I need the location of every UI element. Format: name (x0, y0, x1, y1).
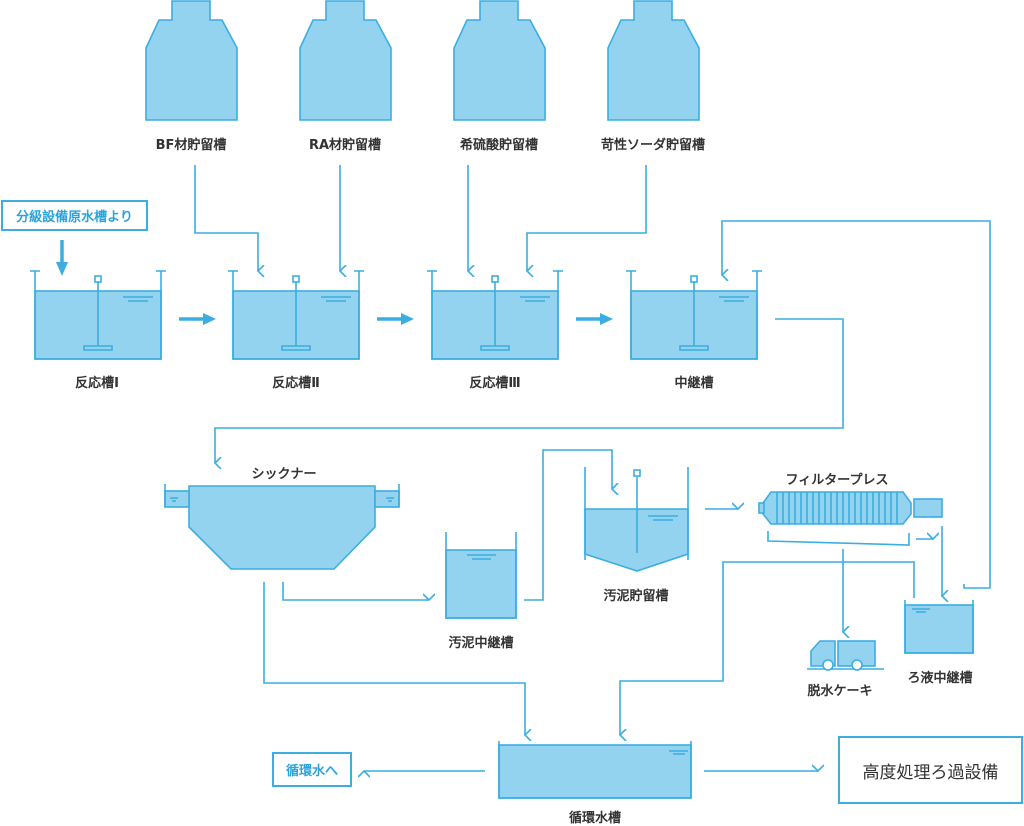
circulation-tank-label: 循環水槽 (568, 811, 622, 826)
ra-storage-tank (299, 0, 392, 121)
thickener-tank (188, 485, 376, 570)
sludge-relay-label: 汚泥中継槽 (448, 636, 514, 651)
bold-arrows (56, 240, 613, 325)
circulation-tank (498, 744, 692, 799)
ra-storage-label: RA材貯留槽 (308, 138, 382, 153)
flow-return-to-relay (722, 220, 991, 589)
filtrate-relay-tank (904, 604, 974, 654)
sulfuric-acid-storage-tank (453, 0, 546, 121)
flow-thickener-to-sludge-relay (282, 582, 429, 600)
filter-press-motor (913, 498, 943, 518)
bf-storage-label: BF材貯留槽 (155, 138, 227, 153)
flow-thickener-to-circulation (263, 582, 525, 735)
caustic-soda-storage-label: 苛性ソーダ貯留槽 (600, 138, 706, 153)
reaction-tank-1-label: 反応槽Ⅰ (75, 376, 119, 391)
advanced-filtration-box: 高度処理ろ過設備 (838, 736, 1023, 804)
thickener-label: シックナー (251, 467, 317, 482)
tank-walls (30, 270, 974, 799)
flow-filtrate-to-circulation (620, 561, 915, 735)
to-circulation-box: 循環水へ (272, 752, 352, 787)
reaction-tank-3-label: 反応槽Ⅲ (469, 376, 521, 391)
caustic-soda-storage-tank (607, 0, 700, 121)
filter-press-inlet (758, 502, 765, 514)
flow-relay-to-thickener (215, 318, 844, 463)
flow-sludge-relay-to-storage (524, 449, 612, 601)
filter-press-label: フィルタープレス (785, 473, 889, 488)
relay-tank-label: 中継槽 (674, 376, 714, 391)
filtrate-relay-label: ろ液中継槽 (907, 671, 973, 686)
bf-storage-tank (145, 0, 238, 121)
flow-lines (194, 165, 991, 771)
flow-naoh-to-r3 (527, 165, 647, 271)
sludge-storage-label: 汚泥貯留槽 (603, 589, 669, 604)
thickener-right-trough (374, 490, 400, 508)
sulfuric-acid-storage-label: 希硫酸貯留槽 (459, 138, 539, 153)
source-box: 分級設備原水槽より (1, 200, 148, 231)
thickener-left-trough (164, 490, 190, 508)
reaction-tank-2-label: 反応槽Ⅱ (272, 376, 320, 391)
cake-label: 脱水ケーキ (807, 684, 873, 699)
flow-bf-to-r2 (194, 165, 258, 271)
sludge-relay-tank (445, 549, 517, 619)
